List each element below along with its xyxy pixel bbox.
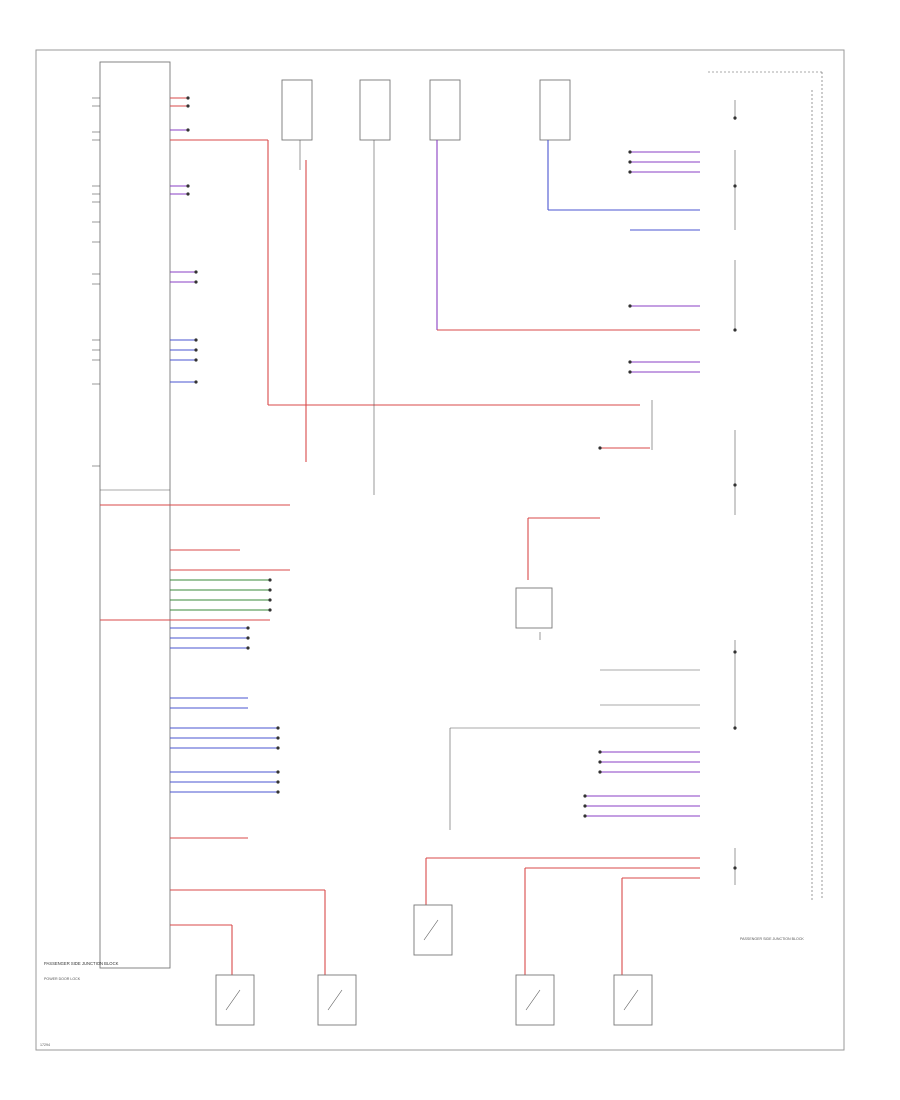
left-module-sublabel: POWER DOOR LOCK: [44, 977, 81, 981]
right-module-label: PASSENGER SIDE JUNCTION BLOCK: [740, 937, 804, 941]
left-front-door-switch: [317, 974, 357, 1026]
right-module-bracket: [708, 71, 823, 900]
left-top-wires: [170, 97, 640, 406]
diagram-frame: [35, 49, 845, 1051]
left-junction-block: [99, 61, 171, 969]
footer-code: 17294: [40, 1043, 50, 1047]
back-door-switch: [413, 904, 453, 956]
left-rear-door-switch: [515, 974, 555, 1026]
switches: [215, 904, 653, 1026]
fuse-group-top: [281, 79, 700, 495]
right-rear-door-switch: [613, 974, 653, 1026]
right-top-section: [600, 100, 736, 515]
right-front-door-switch: [215, 974, 255, 1026]
right-lower-section: [425, 517, 736, 975]
left-lower-wires: [100, 504, 326, 975]
connector-dots: [186, 96, 737, 870]
left-module-label: PASSENGER SIDE JUNCTION BLOCK: [44, 961, 119, 966]
left-block-pins: [92, 97, 100, 467]
